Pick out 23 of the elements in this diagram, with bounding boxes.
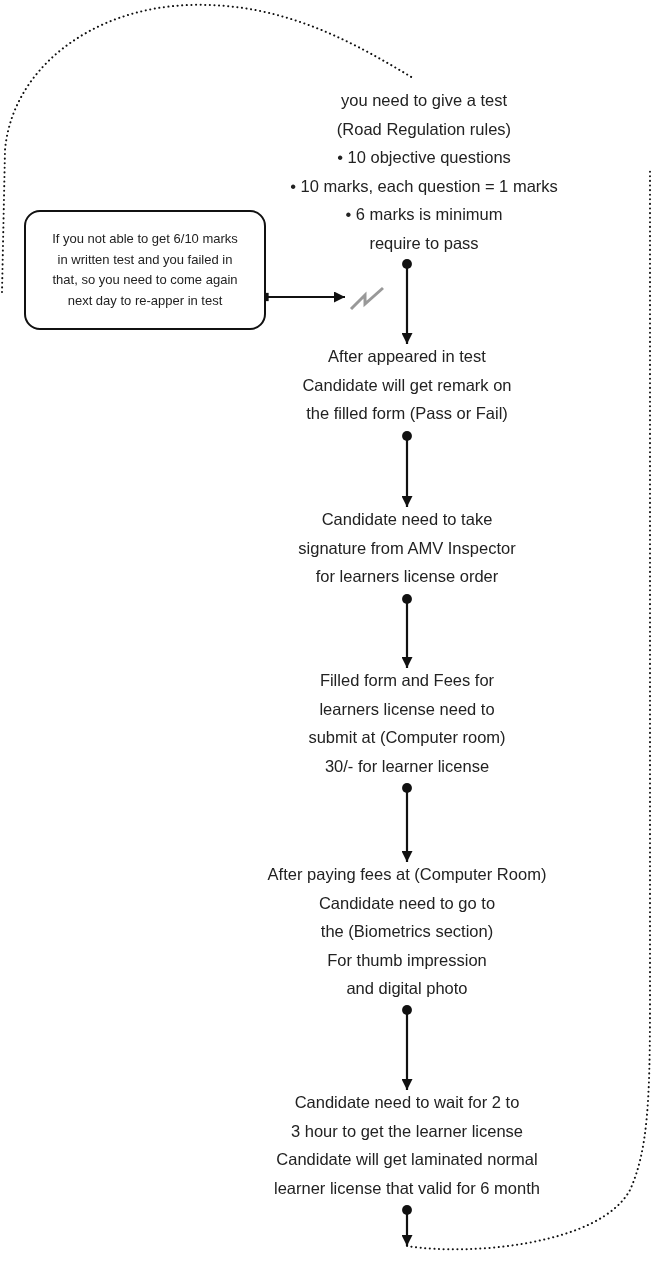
arrow bbox=[401, 1005, 413, 1090]
step-text: • 10 objective questions bbox=[336, 147, 512, 169]
arrow bbox=[265, 291, 345, 303]
step-text: 30/- for learner license bbox=[323, 755, 491, 777]
step-text: Filled form and Fees for learners license need to submit at (Computer room) bbox=[307, 670, 507, 749]
step-text: • 10 marks, each question = 1 marks bbox=[289, 175, 559, 197]
step-text: After appeared in test Candidate will get remark on the filled form (Pass or Fail) bbox=[301, 346, 513, 425]
step-text: Candidate need to wait for 2 to 3 hour to get the learner license bbox=[289, 1092, 525, 1142]
arrow bbox=[401, 259, 413, 344]
step-text: Candidate will get laminated normal learner license that valid for 6 month bbox=[273, 1149, 541, 1199]
arrow bbox=[401, 431, 413, 507]
arrow bbox=[401, 1205, 413, 1246]
step-text: After paying fees at (Computer Room) bbox=[266, 864, 548, 885]
step-text: For thumb impression and digital photo bbox=[326, 949, 488, 1000]
step-text: Candidate need to go to the (Biometrics section) bbox=[317, 892, 497, 943]
note-text: If you not able to get 6/10 marks in written test and you failed in that, so you need to come again next day to re-apper in test bbox=[51, 230, 239, 310]
arrow bbox=[401, 594, 413, 668]
step-text: you need to give a test (Road Regulation rules) bbox=[335, 90, 513, 140]
step-text: Candidate need to take signature from AMV Inspector for learners license order bbox=[297, 509, 517, 588]
dotted-loop-line bbox=[1, 4, 651, 1251]
note-box bbox=[24, 210, 266, 330]
arrow bbox=[401, 783, 413, 862]
step-text: • 6 marks is minimum require to pass bbox=[344, 204, 504, 254]
